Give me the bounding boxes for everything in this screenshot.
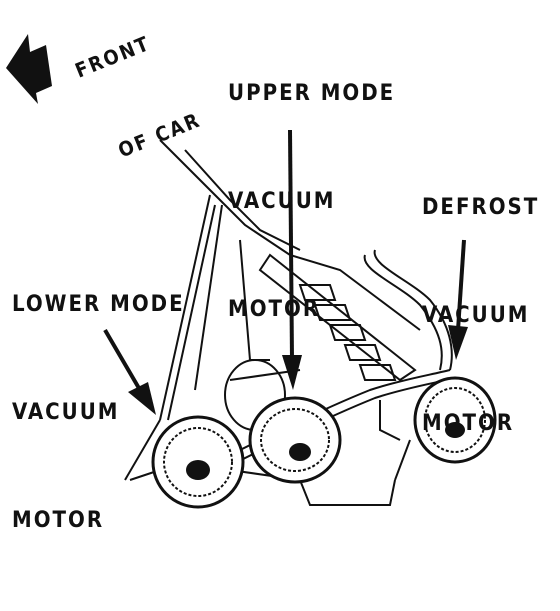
front-label-line2: OF CAR [114, 107, 205, 163]
defrost-line1: DEFROST [422, 195, 540, 220]
upper-mode-line2: VACUUM [228, 189, 336, 214]
defrost-label: DEFROST VACUUM MOTOR [422, 118, 539, 514]
lower-mode-vacuum-motor [151, 415, 245, 509]
defrost-line3: MOTOR [422, 411, 515, 436]
vacuum-motor-diagram [6, 34, 497, 509]
front-arrow-icon [6, 34, 52, 104]
lower-mode-line3: MOTOR [12, 508, 105, 533]
upper-mode-line1: UPPER MODE [228, 81, 396, 106]
upper-mode-pointer-arrow [282, 129, 302, 390]
diagram-stage: FRONT OF CAR UPPER MODE VACUUM MOTOR DEF… [6, 4, 539, 533]
lower-mode-line1: LOWER MODE [12, 292, 185, 317]
defrost-vacuum-motor [413, 376, 497, 464]
lower-mode-pointer-arrow [103, 328, 156, 415]
lower-mode-label: LOWER MODE VACUUM MOTOR [12, 215, 185, 611]
upper-mode-vacuum-motor [248, 396, 342, 484]
defrost-line2: VACUUM [422, 303, 530, 328]
defrost-pointer-arrow [448, 239, 468, 360]
vent-grille [258, 253, 417, 382]
lower-mode-line2: VACUUM [12, 400, 120, 425]
upper-mode-line3: MOTOR [228, 297, 321, 322]
front-label-line1: FRONT [71, 30, 154, 83]
heater-housing [124, 139, 421, 506]
upper-mode-label: UPPER MODE VACUUM MOTOR [228, 4, 395, 400]
